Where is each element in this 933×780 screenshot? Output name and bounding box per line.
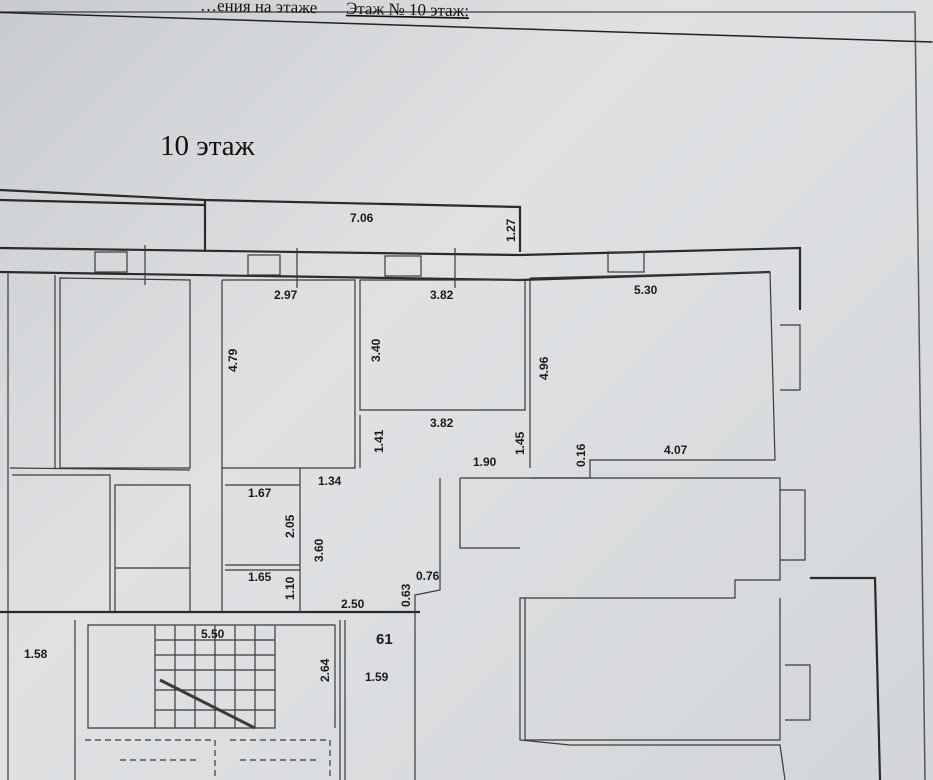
walls — [0, 188, 882, 780]
dim-2-50: 2.50 — [341, 597, 365, 611]
dim-7-06: 7.06 — [350, 211, 374, 225]
header: …ения на этаже Этаж № 10 этаж: — [0, 0, 933, 43]
dim-1-65: 1.65 — [248, 570, 272, 584]
dim-3-40: 3.40 — [369, 338, 383, 362]
header-floor-link[interactable]: Этаж № 10 этаж: — [346, 0, 469, 20]
dim-4-96: 4.96 — [537, 356, 551, 380]
dim-2-64: 2.64 — [318, 658, 332, 682]
dim-1-41: 1.41 — [372, 429, 386, 453]
room-number: 61 — [376, 631, 393, 648]
dim-4-79: 4.79 — [226, 348, 240, 372]
dimension-labels: 7.06 1.27 2.97 3.82 5.30 4.79 3.40 4.96 … — [24, 211, 688, 684]
header-prefix: …ения на этаже — [200, 0, 318, 17]
dim-4-07: 4.07 — [664, 443, 688, 457]
dim-1-34: 1.34 — [318, 474, 342, 488]
dim-3-60: 3.60 — [312, 538, 326, 562]
dim-1-10: 1.10 — [283, 576, 297, 600]
plan-title: 10 этаж — [160, 130, 256, 162]
dim-0-76: 0.76 — [416, 569, 440, 583]
dim-0-63: 0.63 — [399, 583, 413, 607]
dim-1-45: 1.45 — [513, 431, 527, 455]
dim-2-97: 2.97 — [274, 288, 298, 302]
dim-1-58: 1.58 — [24, 647, 48, 661]
dim-2-05: 2.05 — [283, 514, 297, 538]
dim-5-30: 5.30 — [634, 283, 658, 297]
dim-3-82-top: 3.82 — [430, 288, 454, 302]
dim-3-82-mid: 3.82 — [430, 416, 454, 430]
page-edge — [0, 11, 926, 780]
dim-1-59: 1.59 — [365, 670, 389, 684]
dim-0-16: 0.16 — [574, 443, 588, 467]
dim-1-90: 1.90 — [473, 455, 497, 469]
dim-1-27: 1.27 — [504, 218, 518, 242]
dim-5-50: 5.50 — [201, 627, 225, 641]
dim-1-67: 1.67 — [248, 486, 272, 500]
